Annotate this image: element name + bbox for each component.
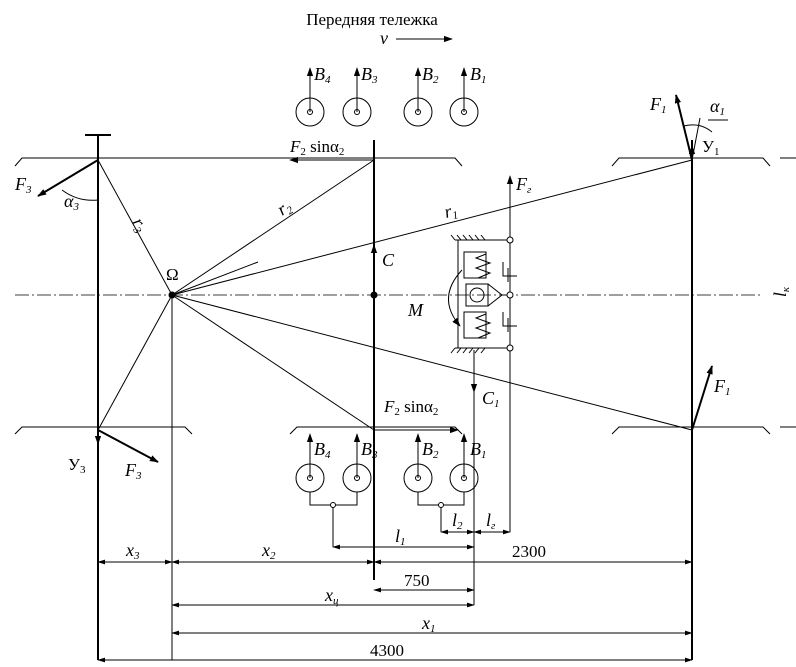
label-b3-bottom: B3 [361,439,378,461]
label-c1: C1 [482,388,500,410]
suspension-mechanism [450,234,517,354]
rotation-center-point [168,291,176,299]
label-b1-bottom: B1 [470,439,487,461]
label-alpha3: α3 [64,191,79,213]
label-f2-sin-top: F2 sinα2 [289,137,344,158]
label-r3: r3 [127,214,153,236]
label-f1-bottom: F1 [713,376,731,398]
label-moment: M [407,300,424,320]
label-f1-top: F1 [649,94,667,116]
label-b2-bottom: B2 [422,439,439,461]
dim-4300: 4300 [370,641,404,660]
label-r1: r1 [442,199,459,223]
label-b2-top: B2 [422,64,439,86]
label-f3-bottom: F3 [124,460,142,482]
label-y1: У1 [702,137,720,158]
force-arrows [37,94,713,463]
label-b3-top: B3 [361,64,378,86]
label-r2: r2 [273,195,296,221]
label-b4-top: B4 [314,64,331,86]
dim-l2: l2 [452,510,463,532]
dimension-lines [97,529,693,663]
label-fg: Fг [515,174,532,196]
label-omega: Ω [166,265,179,284]
velocity-label: v [380,28,388,48]
dim-xc: xц [324,585,339,607]
dim-x3: x3 [125,540,140,562]
diagram-title: Передняя тележка [306,10,438,29]
dim-l1: l1 [395,526,406,548]
label-y3: У3 [68,455,86,476]
wheels-bottom [295,433,479,547]
rail-lines [14,157,796,435]
moment-arc [448,269,463,327]
dim-x1: x1 [421,613,436,635]
label-lk: lк [770,286,792,297]
dim-2300: 2300 [512,542,546,561]
label-f3-top: F3 [14,174,32,196]
dim-x2: x2 [261,540,276,562]
label-c: C [382,250,395,270]
label-alpha1: α1 [710,96,725,118]
label-b1-top: B1 [470,64,487,86]
label-f2-sin-bottom: F2 sinα2 [383,397,438,418]
frame-verticals [85,134,693,660]
dim-lg: lг [486,510,496,532]
radius-lines [97,159,693,431]
label-b4-bottom: B4 [314,439,331,461]
wheels-top [295,67,479,127]
angle-arcs [61,117,713,201]
dim-750: 750 [404,571,430,590]
